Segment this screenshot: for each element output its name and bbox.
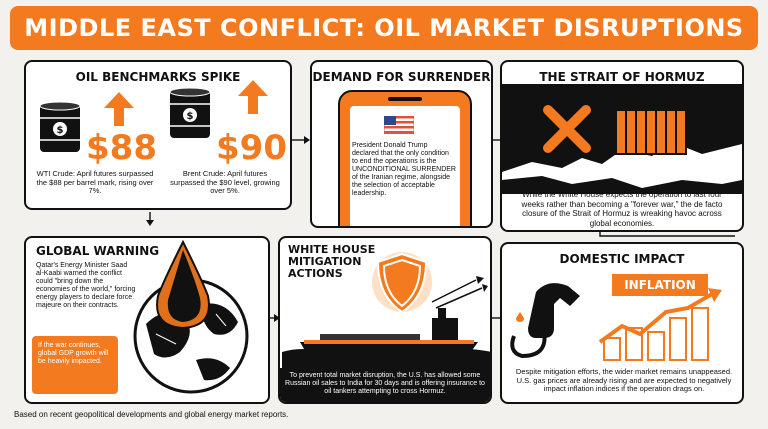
gate-icon [615,102,687,155]
whitehouse-title: WHITE HOUSE MITIGATION ACTIONS [288,243,376,280]
phone-icon [338,90,472,226]
deflect-arrows [431,276,488,309]
shield-icon [372,252,432,314]
surrender-title: DEMAND FOR SURRENDER [312,70,491,84]
inflation-badge: INFLATION [612,274,708,296]
bar-chart-icon [598,288,722,361]
whitehouse-panel: WHITE HOUSE MITIGATION ACTIONS To preven… [278,236,492,404]
oil-barrel-icon: $ [39,101,81,152]
footer-note: Based on recent geopolitical development… [14,410,289,419]
oil-barrel-icon: $ [169,87,211,138]
page-title: MIDDLE EAST CONFLICT: OIL MARKET DISRUPT… [24,14,744,42]
wti-price: $88 [86,128,157,168]
global-title: GLOBAL WARNING [36,244,160,258]
global-panel: GLOBAL WARNING Qatar's Energy Minister S… [24,236,270,404]
oil-drop-icon [156,240,210,330]
domestic-text: Despite mitigation efforts, the wider ma… [515,367,733,394]
domestic-title: DOMESTIC IMPACT [559,252,685,266]
tanker-ship-icon [282,308,490,368]
cross-icon [543,105,591,153]
flag-icon [384,116,414,134]
surrender-text: President Donald Trump declared that the… [352,142,456,197]
fuel-nozzle-icon [510,283,580,359]
hormuz-panel: THE STRAIT OF HORMUZ While the White Hou… [500,60,744,232]
benchmarks-panel: OIL BENCHMARKS SPIKE $ $88 WTI Crude: Ap… [24,60,292,210]
up-arrow-icon [104,92,134,126]
hormuz-title: THE STRAIT OF HORMUZ [539,70,705,84]
hormuz-text: While the White House expects the operat… [521,190,723,228]
domestic-panel: DOMESTIC IMPACT INFLATION Despite mitiga… [500,242,744,404]
header-banner: MIDDLE EAST CONFLICT: OIL MARKET DISRUPT… [10,6,758,50]
global-callout-text: If the war continues, global GDP growth … [38,342,109,365]
whitehouse-text: To prevent total market disruption, the … [280,368,490,402]
brent-price: $90 [216,128,287,168]
wti-text: WTI Crude: April futures surpassed the $… [36,169,154,196]
benchmarks-title: OIL BENCHMARKS SPIKE [75,70,241,84]
brent-text: Brent Crude: April futures surpassed the… [170,169,280,196]
global-callout: If the war continues, global GDP growth … [32,336,118,394]
svg-text:$: $ [57,125,64,136]
svg-text:$: $ [187,111,194,122]
surrender-panel: DEMAND FOR SURRENDER President Donald Tr… [310,60,493,228]
inflation-badge-label: INFLATION [624,278,696,292]
up-arrow-icon [238,80,268,114]
global-text: Qatar's Energy Minister Saad al-Kaabi wa… [36,262,136,309]
